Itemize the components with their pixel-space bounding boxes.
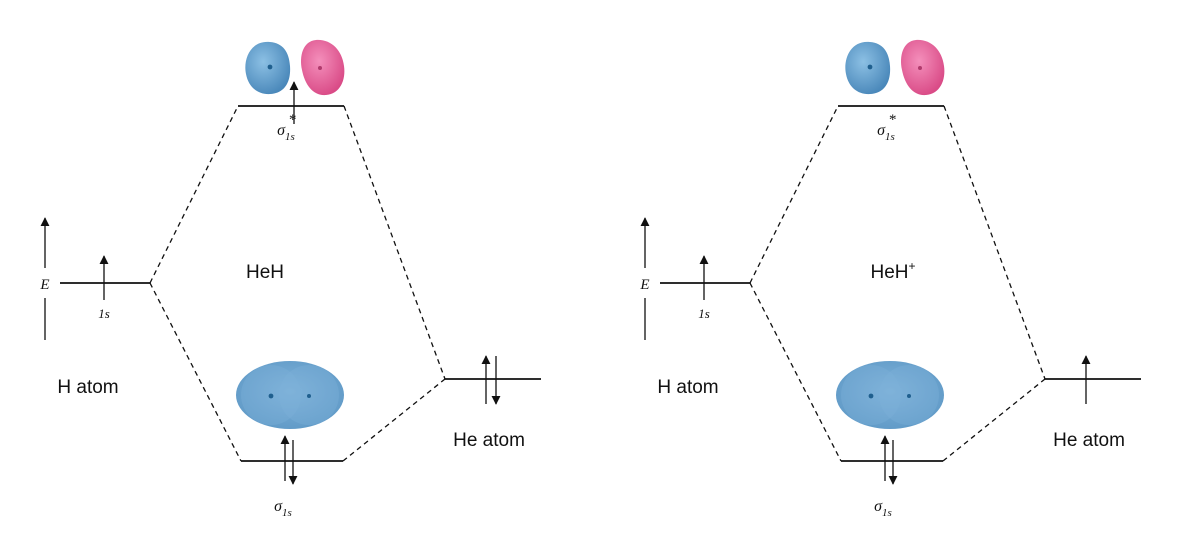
bonding-nucleus-dot-left	[868, 393, 874, 399]
left-atom-label: H atom	[57, 377, 118, 398]
antibonding-label: σ1s	[877, 122, 895, 143]
correlation-he-to-bonding	[942, 378, 1046, 462]
sigma-star: *	[888, 112, 896, 128]
bonding-label: σ1s	[274, 498, 292, 519]
bonding-nucleus-dot-right	[307, 394, 311, 398]
nucleus-dot-he	[267, 64, 273, 70]
nucleus-dot-h	[918, 66, 922, 70]
correlation-he-to-antibonding	[943, 105, 1046, 380]
bonding-nucleus-dot-right	[907, 394, 911, 398]
energy-axis-label: E	[39, 277, 49, 293]
molecule-charge: +	[909, 259, 916, 273]
antibonding-blue-lobe	[845, 41, 891, 95]
left-atom-label-text: H atom	[57, 377, 118, 398]
right-atom-label-text: He atom	[1053, 430, 1125, 451]
antibonding-star: *	[288, 112, 296, 128]
nucleus-dot-he	[867, 64, 873, 70]
sigma-subscript: 1s	[285, 131, 295, 143]
sigma-star: *	[288, 112, 296, 128]
sigma-symbol: σ	[874, 498, 883, 515]
right-atom-label-text: He atom	[453, 430, 525, 451]
bonding-orbital-cloud	[236, 361, 344, 429]
antibonding-star: *	[888, 112, 896, 128]
molecule-name: HeH	[870, 262, 908, 283]
molecule-label: HeH	[246, 262, 284, 283]
energy-axis-label-text: E	[39, 277, 49, 293]
nucleus-dot-h	[318, 66, 322, 70]
sigma-symbol: σ	[277, 122, 286, 139]
h-1s-label: 1s	[698, 306, 710, 321]
antibonding-pink-lobe	[301, 39, 345, 96]
h-1s-label-text: 1s	[98, 306, 110, 321]
molecule-label: HeH+	[870, 259, 915, 283]
sigma-subscript: 1s	[882, 507, 892, 519]
sigma-subscript: 1s	[282, 507, 292, 519]
h-1s-label-text: 1s	[698, 306, 710, 321]
correlation-he-to-antibonding	[343, 105, 446, 380]
molecule-name: HeH	[246, 262, 284, 283]
correlation-h-to-bonding	[149, 282, 242, 462]
sigma-symbol: σ	[877, 122, 886, 139]
right-atom-label: He atom	[453, 430, 525, 451]
sigma-subscript: 1s	[885, 131, 895, 143]
energy-axis-label-text: E	[639, 277, 649, 293]
bonding-nucleus-dot-left	[268, 393, 274, 399]
bonding-label: σ1s	[874, 498, 892, 519]
left-atom-label: H atom	[657, 377, 718, 398]
sigma-symbol: σ	[274, 498, 283, 515]
correlation-h-to-antibonding	[749, 105, 839, 284]
correlation-h-to-antibonding	[149, 105, 239, 284]
left-atom-label-text: H atom	[657, 377, 718, 398]
energy-axis-label: E	[639, 277, 649, 293]
antibonding-pink-lobe	[901, 39, 945, 96]
h-1s-label: 1s	[98, 306, 110, 321]
antibonding-label: σ1s	[277, 122, 295, 143]
correlation-h-to-bonding	[749, 282, 842, 462]
right-atom-label: He atom	[1053, 430, 1125, 451]
correlation-he-to-bonding	[342, 378, 446, 462]
bonding-orbital-cloud	[836, 361, 944, 429]
antibonding-blue-lobe	[245, 41, 291, 95]
